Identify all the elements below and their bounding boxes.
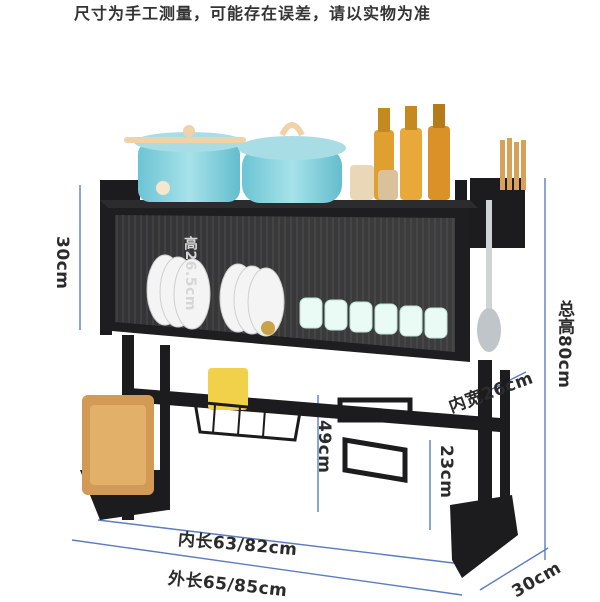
glass-height-label: 高26.5cm xyxy=(182,236,198,311)
cabinet-height-label: 30cm xyxy=(52,236,72,290)
cutting-board xyxy=(82,395,154,495)
oil-bottle-icon xyxy=(350,104,450,200)
clearance-height-label: 49cm xyxy=(314,420,334,474)
spatula-icon xyxy=(477,200,501,352)
total-height-label: 总高80cm xyxy=(554,300,574,389)
door-knob xyxy=(261,321,275,335)
chopsticks-icon xyxy=(500,138,526,190)
knife-holder xyxy=(337,397,413,483)
cooking-pot-icon xyxy=(124,125,246,202)
hanging-basket xyxy=(193,368,302,442)
hanger-height-label: 23cm xyxy=(436,445,456,499)
measurement-disclaimer: 尺寸为手工测量，可能存在误差，请以实物为准 xyxy=(74,4,432,23)
plates xyxy=(146,254,285,337)
bowls xyxy=(299,297,448,339)
dimension-lines xyxy=(71,178,549,596)
cooking-pot-icon xyxy=(238,122,346,203)
